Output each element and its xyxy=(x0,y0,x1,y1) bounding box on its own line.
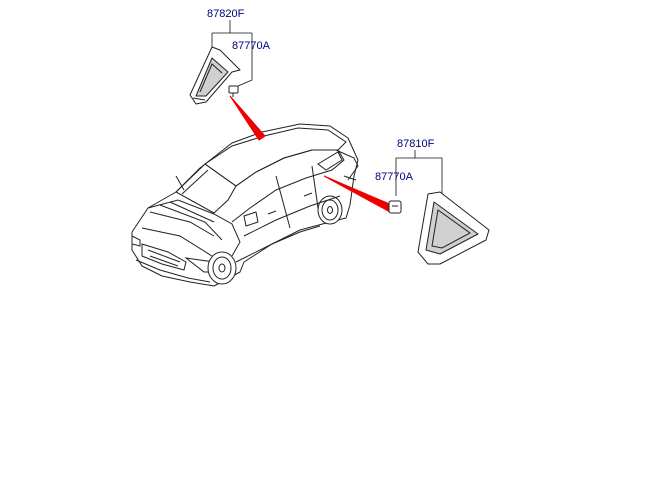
label-87810f: 87810F xyxy=(397,138,435,150)
label-87820f: 87820F xyxy=(207,8,245,20)
clip-part-right xyxy=(388,200,402,214)
quarter-trim-part-top xyxy=(189,46,241,105)
right-part-group: 87810F 87770A xyxy=(375,138,490,265)
top-callout-bracket xyxy=(211,20,253,87)
right-callout-bracket xyxy=(395,150,443,196)
clip-part-top xyxy=(228,85,239,97)
label-87770a-top: 87770A xyxy=(232,40,271,52)
pointer-top xyxy=(229,95,266,141)
label-87770a-right: 87770A xyxy=(375,171,414,183)
quarter-glass-part-right xyxy=(417,191,490,265)
top-part-group: 87820F 87770A xyxy=(189,8,271,105)
car-illustration xyxy=(131,123,359,287)
